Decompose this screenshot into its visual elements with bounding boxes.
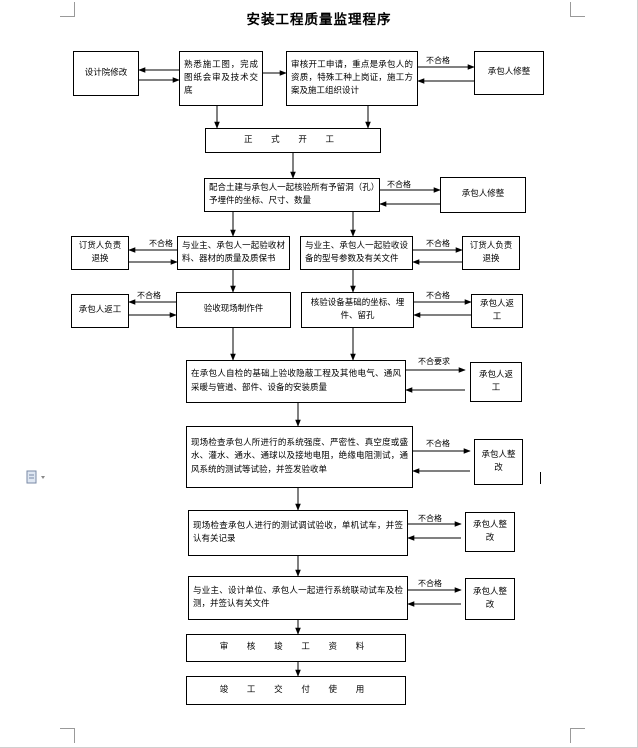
box-contractor-rectify-2: 承包人整改 bbox=[465, 512, 515, 552]
label-fail: 不合格 bbox=[426, 291, 450, 300]
box-prefab-acceptance: 验收现场制作件 bbox=[176, 292, 291, 328]
box-embedded-parts-check: 配合土建与承包人一起核验所有予留洞（孔）予埋件的坐标、尺寸、数量 bbox=[204, 178, 380, 212]
box-completion-handover: 竣 工 交 付 使 用 bbox=[186, 676, 406, 705]
label-fail: 不合格 bbox=[387, 180, 411, 189]
label-fail-requirement: 不合要求 bbox=[418, 357, 450, 366]
label-fail: 不合格 bbox=[149, 239, 173, 248]
margin-corner-top-left bbox=[60, 2, 75, 17]
label-fail: 不合格 bbox=[426, 239, 450, 248]
box-supplier-return-right: 订货人负责退换 bbox=[462, 236, 520, 270]
margin-corner-top-right bbox=[570, 2, 585, 17]
box-familiarize-drawings: 熟悉施工图，完成图纸会审及技术交底 bbox=[179, 51, 263, 106]
box-joint-commissioning: 与业主、设计单位、承包人一起进行系统联动试车及检测，并签认有关文件 bbox=[188, 576, 408, 620]
margin-corner-bottom-right bbox=[570, 728, 585, 743]
box-review-completion-docs: 审 核 竣 工 资 料 bbox=[186, 634, 406, 662]
box-supplier-return-left: 订货人负责退换 bbox=[71, 236, 129, 270]
box-design-institute-revise: 设计院修改 bbox=[73, 51, 139, 96]
box-contractor-rework-right: 承包人返工 bbox=[471, 294, 523, 328]
margin-corner-bottom-left bbox=[60, 728, 75, 743]
box-formal-start: 正 式 开 工 bbox=[205, 128, 381, 153]
box-equipment-acceptance: 与业主、承包人一起验收设备的型号参数及有关文件 bbox=[300, 236, 413, 270]
box-contractor-rectify-1: 承包人整改 bbox=[474, 439, 523, 485]
box-material-acceptance: 与业主、承包人一起验收材料、器材的质量及质保书 bbox=[177, 236, 290, 270]
box-system-test-inspection: 现场检查承包人所进行的系统强度、严密性、真空度或盛水、灌水、通水、通球以及接地电… bbox=[186, 426, 413, 488]
box-review-start-application: 审核开工申请，重点是承包人的资质，特殊工种上岗证，施工方案及施工组织设计 bbox=[286, 51, 418, 106]
box-contractor-rework-concealed: 承包人返工 bbox=[470, 362, 522, 402]
label-fail: 不合格 bbox=[426, 439, 450, 448]
box-concealed-works-acceptance: 在承包人自检的基础上验收隐蔽工程及其他电气、通风采暖与管道、部件、设备的安装质量 bbox=[186, 360, 406, 403]
label-fail: 不合格 bbox=[137, 291, 161, 300]
label-fail: 不合格 bbox=[418, 579, 442, 588]
document-title: 安装工程质量监理程序 bbox=[246, 12, 392, 28]
box-foundation-check: 核验设备基础的坐标、埋件、留孔 bbox=[301, 292, 414, 328]
box-contractor-revise-mid: 承包人修整 bbox=[440, 177, 526, 213]
box-contractor-revise-top: 承包人修整 bbox=[474, 51, 544, 95]
box-trial-run-inspection: 现场检查承包人进行的测试调试验收，单机试车，并签认有关记录 bbox=[188, 510, 408, 556]
text-cursor bbox=[540, 472, 541, 484]
paste-options-icon[interactable] bbox=[26, 470, 50, 484]
box-contractor-rework-left: 承包人返工 bbox=[71, 294, 129, 328]
box-contractor-rectify-3: 承包人整改 bbox=[465, 578, 515, 620]
label-fail: 不合格 bbox=[426, 56, 450, 65]
label-fail: 不合格 bbox=[418, 514, 442, 523]
